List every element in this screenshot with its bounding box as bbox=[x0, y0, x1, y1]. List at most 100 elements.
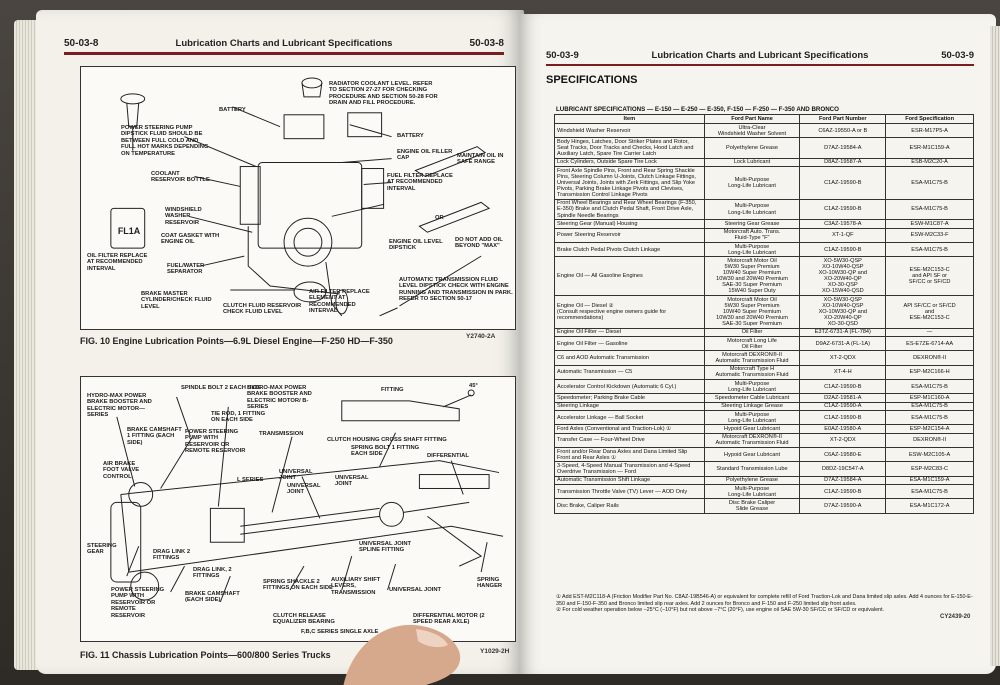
table-cell: ESA-M1C75-B bbox=[885, 379, 974, 395]
table-cell: Lock Lubricant bbox=[703, 157, 801, 168]
table-cell: Ford Axles (Conventional and Traction-Lo… bbox=[554, 424, 705, 434]
table-code: CY2439-20 bbox=[940, 614, 971, 620]
table-cell: API SF/CC or SF/CD and ESE-M2C153-C bbox=[885, 295, 974, 329]
engine-lubrication-figure: FL1A bbox=[80, 66, 516, 330]
universal-joint-label: UNIVERSAL JOINT bbox=[279, 469, 313, 482]
lubricant-spec-table: Item Ford Part Name Ford Part Number For… bbox=[554, 114, 974, 514]
table-row: Front Axle Spindle Pins, Front and Rear … bbox=[554, 166, 974, 200]
spring-bolt-label: SPRING BOLT 1 FITTING EACH SIDE bbox=[351, 445, 420, 458]
table-cell: Automatic Transmission Shift Linkage bbox=[554, 475, 705, 486]
table-cell: Steering Linkage bbox=[554, 401, 705, 412]
power-pump-label: POWER STEERING PUMP WITH RESERVOIR OR RE… bbox=[111, 587, 165, 619]
figure-code: Y2740-2A bbox=[466, 333, 496, 340]
table-cell: ES-E7ZE-6714-AA bbox=[885, 335, 974, 352]
table-cell: Motorcraft DEXRON®-II Automatic Transmis… bbox=[703, 350, 801, 366]
table-cell: Engine Oil Filter — Diesel bbox=[554, 327, 705, 337]
table-cell: C6 and AOD Automatic Transmission bbox=[554, 350, 705, 366]
table-cell: Steering Linkage Grease bbox=[703, 401, 801, 412]
tie-rod-label: TIE ROD, 1 FITTING ON EACH SIDE bbox=[211, 411, 266, 424]
table-cell: D7AZ-19584-A bbox=[799, 137, 887, 159]
table-cell: Engine Oil Filter — Gasoline bbox=[554, 335, 705, 352]
rear-axle-label: DIFFERENTIAL MOTOR (2 SPEED REAR AXLE) bbox=[413, 613, 485, 626]
table-row: Front and/or Rear Dana Axles and Dana Li… bbox=[554, 447, 974, 463]
table-cell: C1AZ-19590-A bbox=[799, 401, 887, 412]
hydromax-label: HYDRO-MAX POWER BRAKE BOOSTER AND ELECTR… bbox=[247, 385, 312, 411]
or-label: OR bbox=[435, 215, 444, 221]
table-row: Accelerator Control Kickdown (Automatic … bbox=[554, 379, 974, 395]
table-cell: Oil Filter bbox=[703, 327, 801, 337]
table-cell: XT-2-QDX bbox=[799, 432, 887, 449]
table-cell: Hypoid Gear Lubricant bbox=[703, 424, 801, 434]
table-cell: Hypoid Gear Lubricant bbox=[703, 447, 801, 463]
clutch-release-label: CLUTCH RELEASE EQUALIZER BEARING bbox=[273, 613, 335, 626]
table-cell: Front Axle Spindle Pins, Front and Rear … bbox=[554, 166, 705, 200]
table-cell: Steering Gear Grease bbox=[703, 219, 801, 229]
table-cell: XO-5W30-QSP XO-10W40-QSP XO-10W30-QP and… bbox=[799, 256, 887, 297]
table-cell: Polyethylene Grease bbox=[703, 137, 801, 159]
gasket-label: COAT GASKET WITH ENGINE OIL bbox=[161, 233, 220, 246]
table-cell: D7AZ-19584-A bbox=[799, 475, 887, 486]
table-cell: Engine Oil — Diesel ② (Consult respectiv… bbox=[554, 295, 705, 329]
table-cell: 3-Speed, 4-Speed Manual Transmission and… bbox=[554, 461, 705, 477]
table-cell: ESA-M1C172-A bbox=[885, 498, 974, 514]
table-cell: Accelerator Control Kickdown (Automatic … bbox=[554, 379, 705, 395]
table-row: Ford Axles (Conventional and Traction-Lo… bbox=[554, 424, 974, 434]
right-page-header: 50-03-9 Lubrication Charts and Lubricant… bbox=[546, 50, 974, 61]
figure-caption: FIG. 10 Engine Lubrication Points—6.9L D… bbox=[80, 336, 393, 346]
table-cell: C1AZ-19590-B bbox=[799, 410, 887, 426]
table-cell: E3TZ-6731-A (FL-784) bbox=[799, 327, 887, 337]
air-brake-label: AIR BRAKE FOOT VALVE CONTROL bbox=[103, 461, 140, 480]
table-cell: Motorcraft Type H Automatic Transmission… bbox=[703, 364, 801, 381]
table-cell: D2AZ-19581-A bbox=[799, 393, 887, 403]
angle-label: 45° bbox=[469, 383, 478, 389]
drag-link-label: DRAG LINK 2 FITTINGS bbox=[153, 549, 191, 562]
table-header-row: Item Ford Part Name Ford Part Number For… bbox=[554, 114, 974, 124]
air-filter-label: AIR FILTER REPLACE ELEMENT AT RECOMMENDE… bbox=[309, 289, 370, 315]
page-number: 50-03-9 bbox=[941, 50, 974, 61]
battery-label: BATTERY bbox=[397, 133, 424, 139]
transmission-label: TRANSMISSION bbox=[259, 431, 304, 437]
table-cell: C1AZ-19590-B bbox=[799, 379, 887, 395]
engine-diagram: FL1A bbox=[110, 77, 491, 317]
right-page-stack bbox=[990, 26, 1000, 666]
table-cell: XO-5W30-QSP XO-10W40-QSP XO-10W30-QP and… bbox=[799, 295, 887, 329]
table-cell: XT-1-QF bbox=[799, 227, 887, 243]
table-cell: Front and/or Rear Dana Axles and Dana Li… bbox=[554, 447, 705, 463]
table-cell: ESA-M1C75-B bbox=[885, 401, 974, 412]
universal-joint-label: UNIVERSAL JOINT bbox=[287, 483, 321, 496]
thumb bbox=[343, 624, 461, 685]
table-cell: Speedometer; Parking Brake Cable bbox=[554, 393, 705, 403]
table-cell: Multi-Purpose Long-Life Lubricant bbox=[703, 379, 801, 395]
table-cell: Front Wheel Bearings and Rear Wheel Bear… bbox=[554, 198, 705, 221]
column-header: Ford Specification bbox=[885, 114, 974, 124]
table-cell: ESW-M2C105-A bbox=[885, 447, 974, 463]
footnote: ① Add EST-M2C118-A (Friction Modifier Pa… bbox=[556, 594, 973, 607]
table-cell: Transmission Throttle Valve (TV) Lever —… bbox=[554, 484, 705, 500]
table-cell: ESA-M1C75-B bbox=[885, 410, 974, 426]
open-manual: 50-03-8 Lubrication Charts and Lubricant… bbox=[14, 6, 1000, 680]
table-cell: Windshield Washer Reservoir bbox=[554, 122, 705, 139]
table-cell: Lock Cylinders, Outside Spare Tire Lock bbox=[554, 157, 705, 168]
table-cell: XT-2-QDX bbox=[799, 350, 887, 366]
table-cell: ESA-M1C75-B bbox=[885, 241, 974, 258]
table-cell: E0AZ-19580-A bbox=[799, 424, 887, 434]
cross-shaft-label: CLUTCH HOUSING CROSS SHAFT FITTING bbox=[327, 437, 447, 443]
table-cell: DEXRON®-II bbox=[885, 432, 974, 449]
table-cell: Motorcraft Auto. Trans. Fluid-Type "F" bbox=[703, 227, 801, 243]
table-cell: Steering Gear (Manual) Housing bbox=[554, 219, 705, 229]
universal-joint-label: UNIVERSAL JOINT bbox=[335, 475, 369, 488]
radiator-label: RADIATOR COOLANT LEVEL. REFER TO SECTION… bbox=[329, 81, 438, 107]
table-cell: Multi-Purpose Long-Life Lubricant bbox=[703, 198, 801, 221]
brake-master-label: BRAKE MASTER CYLINDER/CHECK FLUID LEVEL bbox=[141, 291, 212, 310]
spline-fitting-label: UNIVERSAL JOINT SPLINE FITTING bbox=[359, 541, 412, 554]
table-row: Body Hinges, Latches, Door Striker Plate… bbox=[554, 137, 974, 159]
